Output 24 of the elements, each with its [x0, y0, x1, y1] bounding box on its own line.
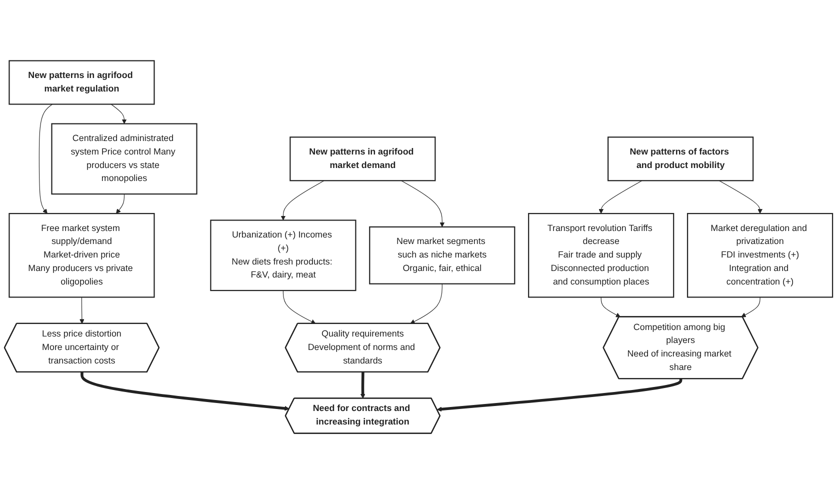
arrow	[600, 296, 621, 318]
node-box: Free market system supply/demand Market-driven price Many producers vs private oligopolies	[8, 212, 155, 298]
node-box: New market segments such as niche markets Organic, fair, ethical	[369, 226, 516, 284]
arrow	[282, 290, 316, 324]
arrow	[280, 180, 324, 220]
arrow	[718, 180, 762, 214]
arrow	[116, 194, 125, 214]
arrow	[80, 372, 290, 411]
node-box: New patterns in agrifood market demand	[290, 136, 436, 182]
node-box: Urbanization (+) Incomes (+) New diets fresh products: F&V, dairy, meat	[210, 220, 356, 292]
arrow	[360, 372, 366, 399]
arrow	[79, 296, 84, 324]
arrow	[436, 378, 682, 412]
arrow	[400, 180, 445, 228]
arrow	[410, 284, 442, 324]
node-box: New patterns of factors and product mobility	[608, 136, 754, 182]
arrow	[741, 296, 760, 318]
node-box: New patterns in agrifood market regulation	[8, 60, 155, 105]
arrow	[598, 180, 642, 214]
arrow	[110, 104, 127, 124]
node-box: Market deregulation and privatization FDI investments (+) Integration and concentration (+)	[686, 212, 834, 298]
arrow	[38, 104, 53, 214]
node-box: Centralized administrated system Price control Many producers vs state monopolies	[51, 123, 198, 195]
node-box: Transport revolution Tariffs decrease Fair trade and supply Disconnected production and consumption places	[528, 212, 674, 298]
